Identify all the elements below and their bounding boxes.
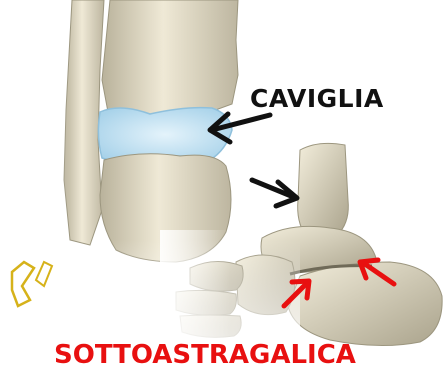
tibia-side [298,143,349,236]
black-arrow-talus [252,180,297,206]
tibia-bone [102,0,238,116]
subtalar-joint-label: SOTTOASTRAGALICA [54,340,356,370]
ankle-joint-label: CAVIGLIA [250,84,384,113]
ankle-cartilage [98,108,232,162]
